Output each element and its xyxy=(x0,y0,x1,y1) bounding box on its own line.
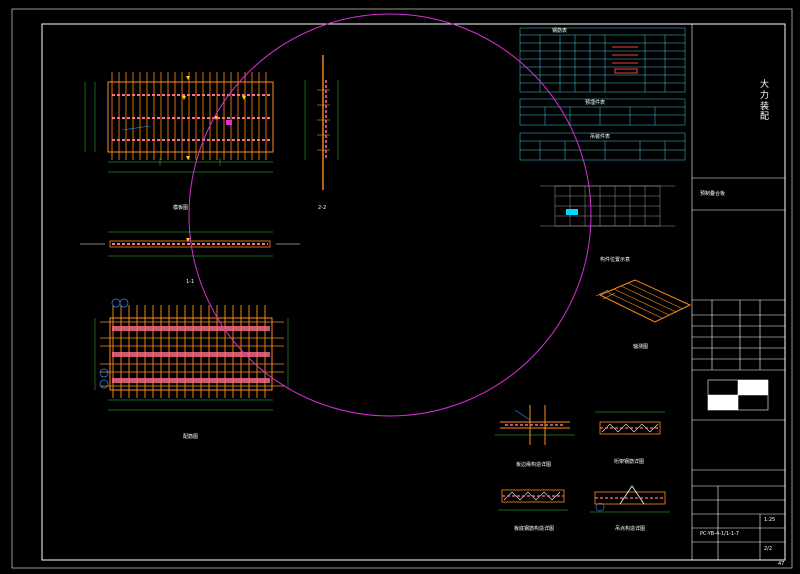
caption-iso-view: 轴测图 xyxy=(633,344,649,350)
plan-view xyxy=(84,72,274,173)
logo-mark xyxy=(738,380,768,395)
rebar-table-title: 钢筋表 xyxy=(552,28,568,34)
caption-rebar-view: 配筋图 xyxy=(183,434,199,440)
detail-bottom xyxy=(498,489,568,511)
logo-mark-2 xyxy=(708,395,738,410)
inner-drawing-frame xyxy=(41,23,786,561)
section-2-2 xyxy=(304,55,339,190)
key-plan-highlight xyxy=(566,209,578,215)
caption-key-plan: 构件位置示意 xyxy=(600,257,631,263)
iso-view xyxy=(595,279,692,323)
embed-table-title: 预埋件表 xyxy=(585,100,606,106)
hoist-table-title: 吊装件表 xyxy=(590,134,611,140)
caption-detail-2: 桁架钢筋详图 xyxy=(614,459,645,465)
caption-detail-1: 板边缘构造详图 xyxy=(516,462,552,468)
drawing-name: 预制叠合板 xyxy=(700,191,726,197)
rebar-table-shapes xyxy=(612,46,638,74)
drawing-number: PC-YB-4-1/1-1-7 xyxy=(700,531,740,537)
caption-detail-3: 板底钢筋构造详图 xyxy=(514,526,555,532)
caption-section-11: 1-1 xyxy=(186,279,195,285)
sheet-note: 2/2 xyxy=(764,546,773,552)
caption-plan-view: 模板图 xyxy=(173,205,189,211)
detail-edge xyxy=(495,405,575,445)
embed-table xyxy=(519,98,686,126)
rebar-table xyxy=(519,27,686,93)
magenta-circle xyxy=(188,13,592,417)
page-number: 47 xyxy=(778,561,785,567)
rebar-view xyxy=(94,298,289,411)
hoist-table xyxy=(519,132,686,161)
detail-truss xyxy=(595,411,665,435)
outer-sheet-border xyxy=(11,8,793,569)
section-1-1 xyxy=(80,231,300,257)
caption-detail-4: 吊点构造详图 xyxy=(615,526,646,532)
key-plan xyxy=(540,185,675,227)
caption-section-22: 2-2 xyxy=(318,205,327,211)
scale: 1:25 xyxy=(764,517,776,523)
project-name: 大 力装 配 xyxy=(760,80,770,123)
detail-hoist xyxy=(590,485,670,513)
